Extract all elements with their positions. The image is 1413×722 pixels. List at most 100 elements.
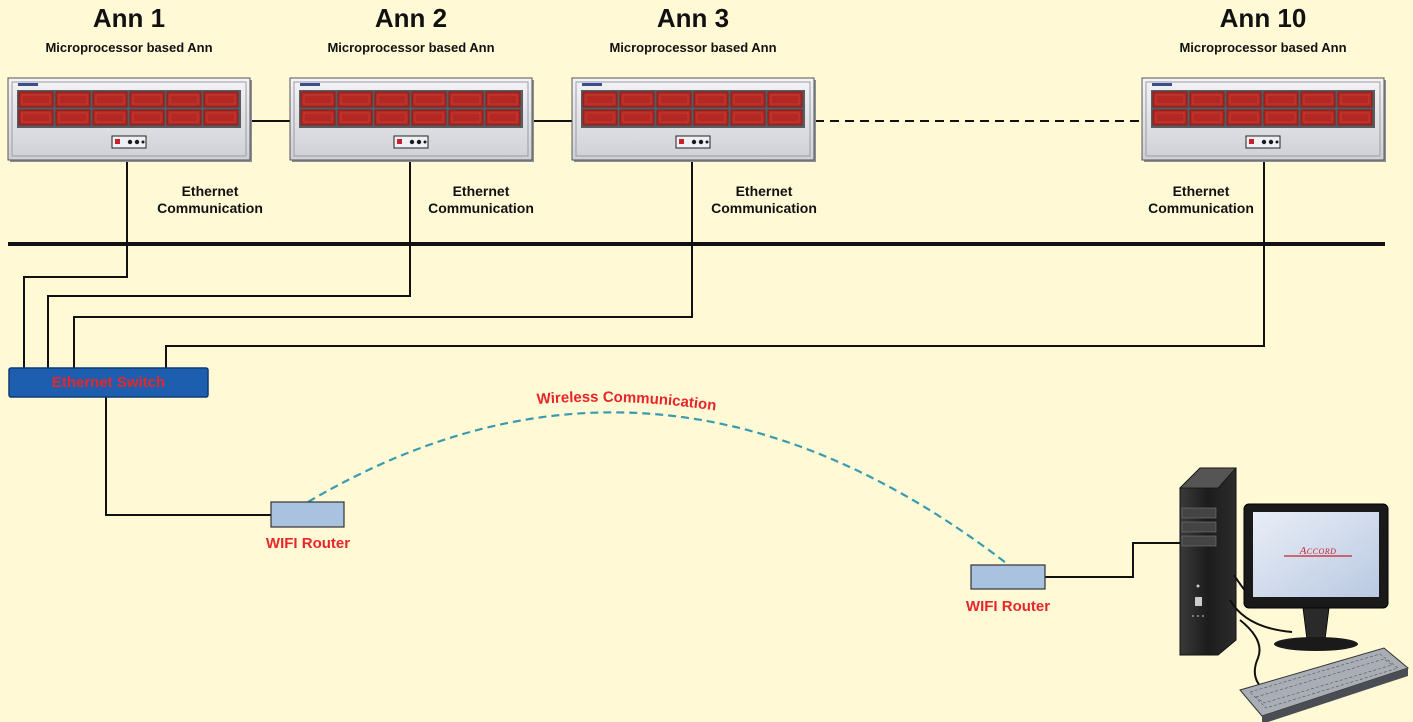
ann-2-window-r1c2 bbox=[337, 91, 373, 108]
ann-3-title: Ann 3 bbox=[656, 3, 730, 33]
ann-2-window-r1c6 bbox=[485, 91, 521, 108]
accord-logo: Accord bbox=[1299, 545, 1337, 557]
ann-2-panel bbox=[289, 77, 534, 162]
ann-2-window-r1c1 bbox=[300, 91, 336, 108]
ann-1-window-r2c5 bbox=[166, 109, 202, 126]
ann-10-window-r1c2 bbox=[1189, 91, 1225, 108]
drive-bay-3 bbox=[1181, 535, 1217, 547]
ann-2-comm-label: Ethernet Communication bbox=[411, 183, 551, 217]
ann-3-comm-label: Ethernet Communication bbox=[694, 183, 834, 217]
ann-10-comm-line1: Ethernet bbox=[1172, 183, 1230, 199]
ann-3-window-r2c6 bbox=[767, 109, 803, 126]
ann-10-comm-label: Ethernet Communication bbox=[1131, 183, 1271, 217]
ann-2-title: Ann 2 bbox=[374, 3, 448, 33]
ann-10-window-r2c1 bbox=[1152, 109, 1188, 126]
ann-3-window-r2c3 bbox=[656, 109, 692, 126]
ann-2-comm-line1: Ethernet bbox=[452, 183, 510, 199]
ann-2-window-r1c4 bbox=[411, 91, 447, 108]
ann-1-window-r1c6 bbox=[203, 91, 239, 108]
drive-bay-1 bbox=[1181, 507, 1217, 519]
cable-ann2 bbox=[47, 160, 411, 368]
ann-1-window-r1c4 bbox=[129, 91, 165, 108]
ann-10-window-r1c5 bbox=[1300, 91, 1336, 108]
ann-2-window-r2c5 bbox=[448, 109, 484, 126]
wifi-router-2-box bbox=[970, 564, 1046, 590]
ann-10-subtitle: Microprocessor based Ann bbox=[1179, 40, 1347, 55]
ann-2-window-r1c3 bbox=[374, 91, 410, 108]
ann-2-window-r2c3 bbox=[374, 109, 410, 126]
drive-bay-2 bbox=[1181, 521, 1217, 533]
annunciator-panels bbox=[7, 77, 1386, 162]
cable-ann1 bbox=[23, 160, 128, 368]
ann-1-window-r2c1 bbox=[18, 109, 54, 126]
computer: Accord bbox=[1179, 467, 1410, 722]
ann-1-title: Ann 1 bbox=[92, 3, 166, 33]
cable-router-computer bbox=[1045, 542, 1180, 578]
ann-10-window-r1c4 bbox=[1263, 91, 1299, 108]
ann-10-window-r1c1 bbox=[1152, 91, 1188, 108]
ann-2-window-r1c5 bbox=[448, 91, 484, 108]
ann-10-title: Ann 10 bbox=[1219, 3, 1307, 33]
ann-3-subtitle: Microprocessor based Ann bbox=[609, 40, 777, 55]
ann-1-comm-line2: Communication bbox=[157, 200, 263, 216]
ann-3-window-r2c2 bbox=[619, 109, 655, 126]
ann-2-window-r2c1 bbox=[300, 109, 336, 126]
ethernet-switch-box bbox=[8, 367, 209, 398]
ann-3-comm-line1: Ethernet bbox=[735, 183, 793, 199]
ann-1-window-r1c3 bbox=[92, 91, 128, 108]
wifi-router-1-box bbox=[270, 501, 345, 528]
ann-3-window-r1c2 bbox=[619, 91, 655, 108]
ann-10-window-r2c4 bbox=[1263, 109, 1299, 126]
ann-2-window-r2c2 bbox=[337, 109, 373, 126]
ann-3-window-r1c6 bbox=[767, 91, 803, 108]
ann-1-window-r1c5 bbox=[166, 91, 202, 108]
ann-3-panel bbox=[571, 77, 816, 162]
monitor-base bbox=[1274, 637, 1358, 651]
power-led bbox=[1196, 584, 1200, 588]
ann-3-comm-line2: Communication bbox=[711, 200, 817, 216]
ann-10-window-r1c3 bbox=[1226, 91, 1262, 108]
ann-1-window-r1c1 bbox=[18, 91, 54, 108]
ann-2-comm-line2: Communication bbox=[428, 200, 534, 216]
ann-2-subtitle: Microprocessor based Ann bbox=[327, 40, 495, 55]
ann-1-subtitle: Microprocessor based Ann bbox=[45, 40, 213, 55]
power-button bbox=[1195, 597, 1202, 606]
cable-switch-router bbox=[105, 396, 271, 516]
computer-tower bbox=[1179, 467, 1237, 656]
ann-3-window-r1c4 bbox=[693, 91, 729, 108]
ann-3-window-r2c5 bbox=[730, 109, 766, 126]
ann-3-window-r1c1 bbox=[582, 91, 618, 108]
ann-10-window-r2c5 bbox=[1300, 109, 1336, 126]
ann-1-comm-label: Ethernet Communication bbox=[140, 183, 280, 217]
ann-10-window-r1c6 bbox=[1337, 91, 1373, 108]
ann-1-comm-line1: Ethernet bbox=[181, 183, 239, 199]
wifi-router-1-label: WIFI Router bbox=[265, 535, 351, 552]
ann-1-panel bbox=[7, 77, 252, 162]
ann-10-window-r2c2 bbox=[1189, 109, 1225, 126]
ann-10-window-r2c6 bbox=[1337, 109, 1373, 126]
ann-3-window-r1c3 bbox=[656, 91, 692, 108]
ann-1-window-r2c4 bbox=[129, 109, 165, 126]
ann-1-window-r1c2 bbox=[55, 91, 91, 108]
ann-10-comm-line2: Communication bbox=[1148, 200, 1254, 216]
ann-3-window-r1c5 bbox=[730, 91, 766, 108]
ann-10-panel bbox=[1141, 77, 1386, 162]
ann-2-window-r2c6 bbox=[485, 109, 521, 126]
wireless-label: Wireless Communication bbox=[536, 389, 717, 415]
ann-2-window-r2c4 bbox=[411, 109, 447, 126]
ethernet-switch-label: Ethernet Switch bbox=[51, 374, 166, 391]
monitor-stand bbox=[1302, 607, 1330, 641]
cable-ann10 bbox=[165, 160, 1265, 368]
wifi-router-2-label: WIFI Router bbox=[965, 598, 1051, 615]
ann-1-window-r2c2 bbox=[55, 109, 91, 126]
ann-3-window-r2c4 bbox=[693, 109, 729, 126]
ann-10-window-r2c3 bbox=[1226, 109, 1262, 126]
cable-ann3 bbox=[73, 160, 693, 368]
monitor-screen bbox=[1253, 512, 1379, 597]
ann-1-window-r2c3 bbox=[92, 109, 128, 126]
ann-1-window-r2c6 bbox=[203, 109, 239, 126]
ann-3-window-r2c1 bbox=[582, 109, 618, 126]
wireless-link-arc bbox=[307, 411, 1011, 567]
